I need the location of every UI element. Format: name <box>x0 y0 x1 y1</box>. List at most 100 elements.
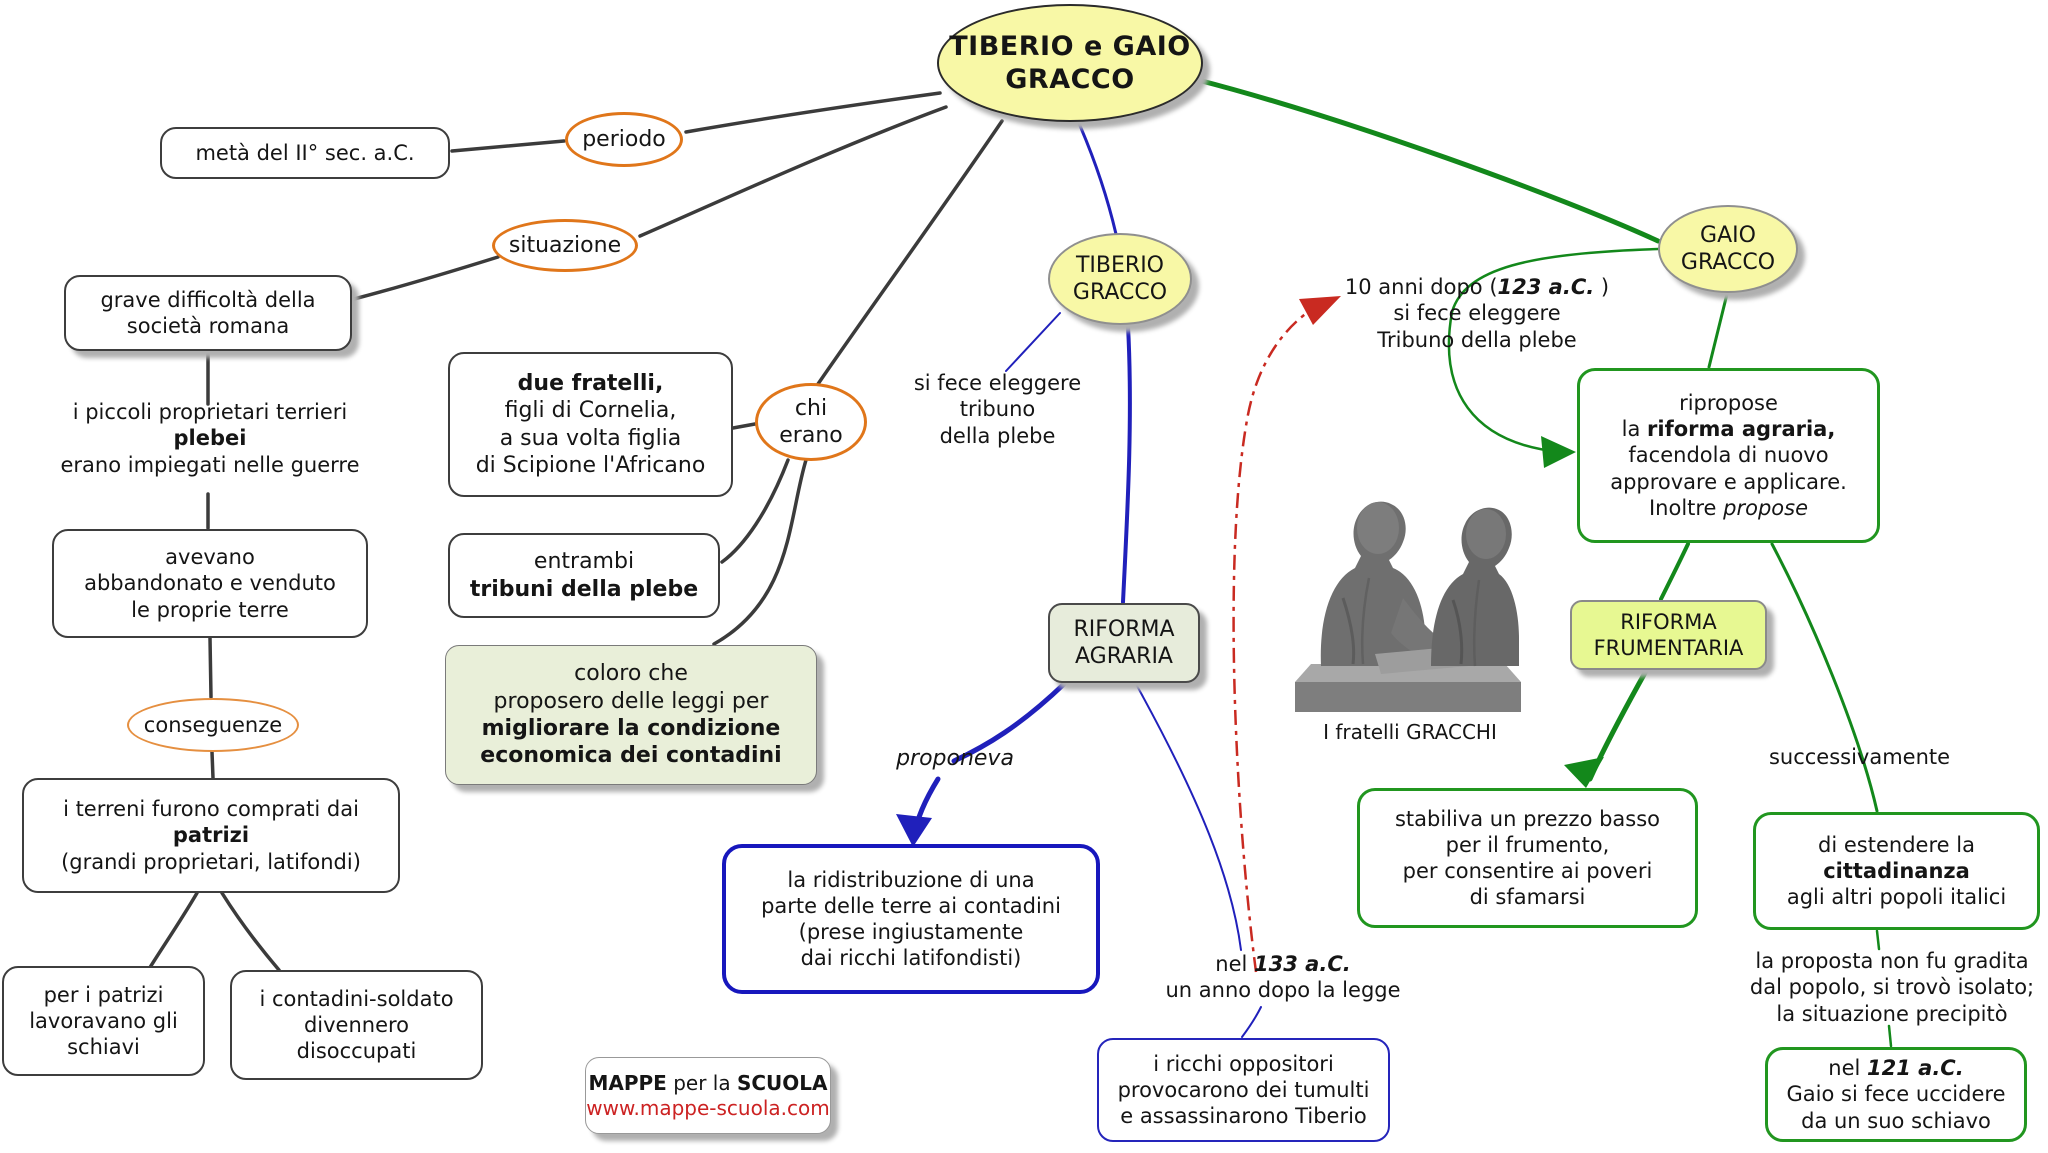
edge-gaio-ripropose-curva <box>1447 247 1660 454</box>
si-fece-eleggere-text: si fece eleggere tribuno della plebe <box>913 371 1082 448</box>
edge-tiberio-riformaagraria <box>1121 324 1132 604</box>
estendere-line1: di estendere la <box>1818 832 1975 857</box>
edge-tiberio-sifece <box>1005 312 1061 372</box>
edge-title-tiberio <box>1076 119 1118 236</box>
riforma-frumentaria-node: RIFORMA FRUMENTARIA <box>1570 600 1767 670</box>
estendere-bold: cittadinanza <box>1823 858 1970 883</box>
edge-ripropose-estendere <box>1770 542 1879 813</box>
edge-gaio-ripropose <box>1707 292 1729 369</box>
footer-scuola: SCUOLA <box>736 1070 828 1095</box>
nel121-rest: Gaio si fece uccidere da un suo schiavo <box>1786 1082 2006 1133</box>
diecianni-year: 123 a.C. <box>1497 275 1595 299</box>
due-fratelli-rest: figli di Cornelia, a sua volta figlia di… <box>475 398 706 478</box>
edge-nel133-oppositori <box>1241 1006 1262 1038</box>
piccoli-proprietari-text: i piccoli proprietari terrieri plebei er… <box>28 399 392 478</box>
ripropose-line5-italic: propose <box>1723 495 1809 520</box>
estendere-line2: agli altri popoli italici <box>1786 885 2007 910</box>
gracchi-statue-image <box>1283 468 1533 723</box>
tiberio-gracco-node: TIBERIO GRACCO <box>1048 233 1192 325</box>
coloro-line1: coloro che proposero delle leggi per <box>493 661 769 714</box>
ripropose-line2-pre: la <box>1621 417 1648 442</box>
dieci-anni-dopo-text: 10 anni dopo (123 a.C. ) si fece elegger… <box>1342 274 1612 353</box>
terreni-line2: (grandi proprietari, latifondi) <box>61 849 361 874</box>
edge-nel133-diecianni-red <box>1232 300 1325 973</box>
piccoli-line1: i piccoli proprietari terrieri <box>72 400 348 424</box>
grave-difficolta-node: grave difficoltà della società romana <box>64 275 352 351</box>
edge-ripropose-frumentaria <box>1659 542 1690 601</box>
statue-caption: I fratelli GRACCHI <box>1323 720 1497 744</box>
proponeva-text: proponeva <box>896 746 1014 771</box>
edge-chierano-entrambi <box>720 458 790 564</box>
stabiliva-node: stabiliva un prezzo basso per il frument… <box>1357 788 1698 928</box>
footer-mid: per la <box>666 1070 737 1095</box>
footer-credit-box: MAPPE per la SCUOLA www.mappe-scuola.com <box>585 1057 831 1134</box>
due-fratelli-bold: due fratelli, <box>517 370 664 396</box>
nel121-prefix: nel <box>1828 1056 1868 1081</box>
ripropose-line34: facendola di nuovo approvare e applicare… <box>1610 443 1847 494</box>
edge-title-gaio <box>1195 77 1661 244</box>
edge-chierano-coloro <box>712 458 808 646</box>
terreni-bold: patrizi <box>172 823 250 848</box>
black-edges <box>147 91 1004 972</box>
proposta-non-gradita-text: la proposta non fu gradita dal popolo, s… <box>1749 949 2035 1026</box>
green-edges <box>1195 77 1893 1048</box>
edge-estendere-proposta <box>1875 929 1881 951</box>
nel133-year: 133 a.C. <box>1254 952 1351 976</box>
title-node: TIBERIO e GAIO GRACCO <box>937 4 1203 122</box>
edge-chierano-duefratelli <box>731 422 757 430</box>
conseguenze-label-ellipse: conseguenze <box>127 698 299 752</box>
situazione-label-ellipse: situazione <box>492 219 638 272</box>
successivamente-text: successivamente <box>1768 745 1951 769</box>
piccoli-bold: plebei <box>173 426 247 451</box>
due-fratelli-node: due fratelli, figli di Cornelia, a sua v… <box>448 352 733 497</box>
coloro-bold: migliorare la condizione economica dei c… <box>480 716 782 769</box>
footer-url-link[interactable]: www.mappe-scuola.com <box>586 1095 830 1120</box>
meta-periodo-node: metà del II° sec. a.C. <box>160 127 450 179</box>
edge-periodo-meta <box>450 139 566 153</box>
nel133-line2: un anno dopo la legge <box>1165 978 1401 1003</box>
riforma-agraria-node: RIFORMA AGRARIA <box>1048 603 1200 683</box>
nel-133-text: nel 133 a.C. un anno dopo la legge <box>1148 951 1418 1004</box>
per-patrizi-node: per i patrizi lavoravano gli schiavi <box>2 966 205 1076</box>
diecianni-prefix: 10 anni dopo ( <box>1344 275 1498 299</box>
entrambi-node: entrambi tribuni della plebe <box>448 533 720 618</box>
nel133-prefix: nel <box>1215 952 1255 976</box>
edge-avevano-conseguenze <box>208 636 213 699</box>
edge-proposta-nel121 <box>1887 1024 1893 1048</box>
avevano-node: avevano abbandonato e venduto le proprie… <box>52 529 368 638</box>
edge-situazione-grave <box>352 255 500 301</box>
edge-title-periodo <box>684 91 942 134</box>
diecianni-suffix: ) <box>1594 275 1610 299</box>
edge-riformaagraria-proponeva <box>951 681 1067 764</box>
footer-mappe: MAPPE <box>588 1070 667 1095</box>
piccoli-line2: erano impiegati nelle guerre <box>60 452 360 477</box>
gaio-gracco-node: GAIO GRACCO <box>1658 205 1798 293</box>
ripropose-line2-bold: riforma agraria, <box>1647 417 1836 442</box>
entrambi-bold: tribuni della plebe <box>469 576 699 602</box>
green-arrowhead-stabiliva <box>1564 757 1604 788</box>
nel-121-node: nel 121 a.C. Gaio si fece uccidere da un… <box>1765 1047 2027 1142</box>
estendere-node: di estendere la cittadinanza agli altri … <box>1753 812 2040 930</box>
terreni-line1: i terreni furono comprati dai <box>63 797 359 822</box>
red-arrowhead <box>1299 296 1341 325</box>
ridistribuzione-node: la ridistribuzione di una parte delle te… <box>722 844 1100 994</box>
gracchi-statue-drawing <box>1295 501 1521 712</box>
oppositori-node: i ricchi oppositori provocarono dei tumu… <box>1097 1038 1390 1142</box>
edge-title-situazione <box>638 105 948 238</box>
diecianni-rest: si fece eleggere Tribuno della plebe <box>1377 301 1577 352</box>
ripropose-line1: ripropose <box>1679 391 1778 416</box>
green-arrowhead-ripropose <box>1541 436 1576 468</box>
terreni-node: i terreni furono comprati dai patrizi (g… <box>22 778 400 893</box>
blue-edges <box>911 119 1262 1038</box>
edge-riformaagraria-nel133 <box>1135 683 1242 951</box>
edge-terreni-perpatrizi <box>147 891 199 971</box>
edge-title-chierano <box>816 119 1004 386</box>
contadini-soldato-node: i contadini-soldato divennero disoccupat… <box>230 970 483 1080</box>
periodo-label-ellipse: periodo <box>565 112 683 167</box>
entrambi-line1: entrambi <box>533 549 635 575</box>
chi-erano-label-ellipse: chi erano <box>755 383 867 461</box>
blue-arrowhead <box>896 814 932 847</box>
edge-conseguenze-terreni <box>210 750 215 780</box>
